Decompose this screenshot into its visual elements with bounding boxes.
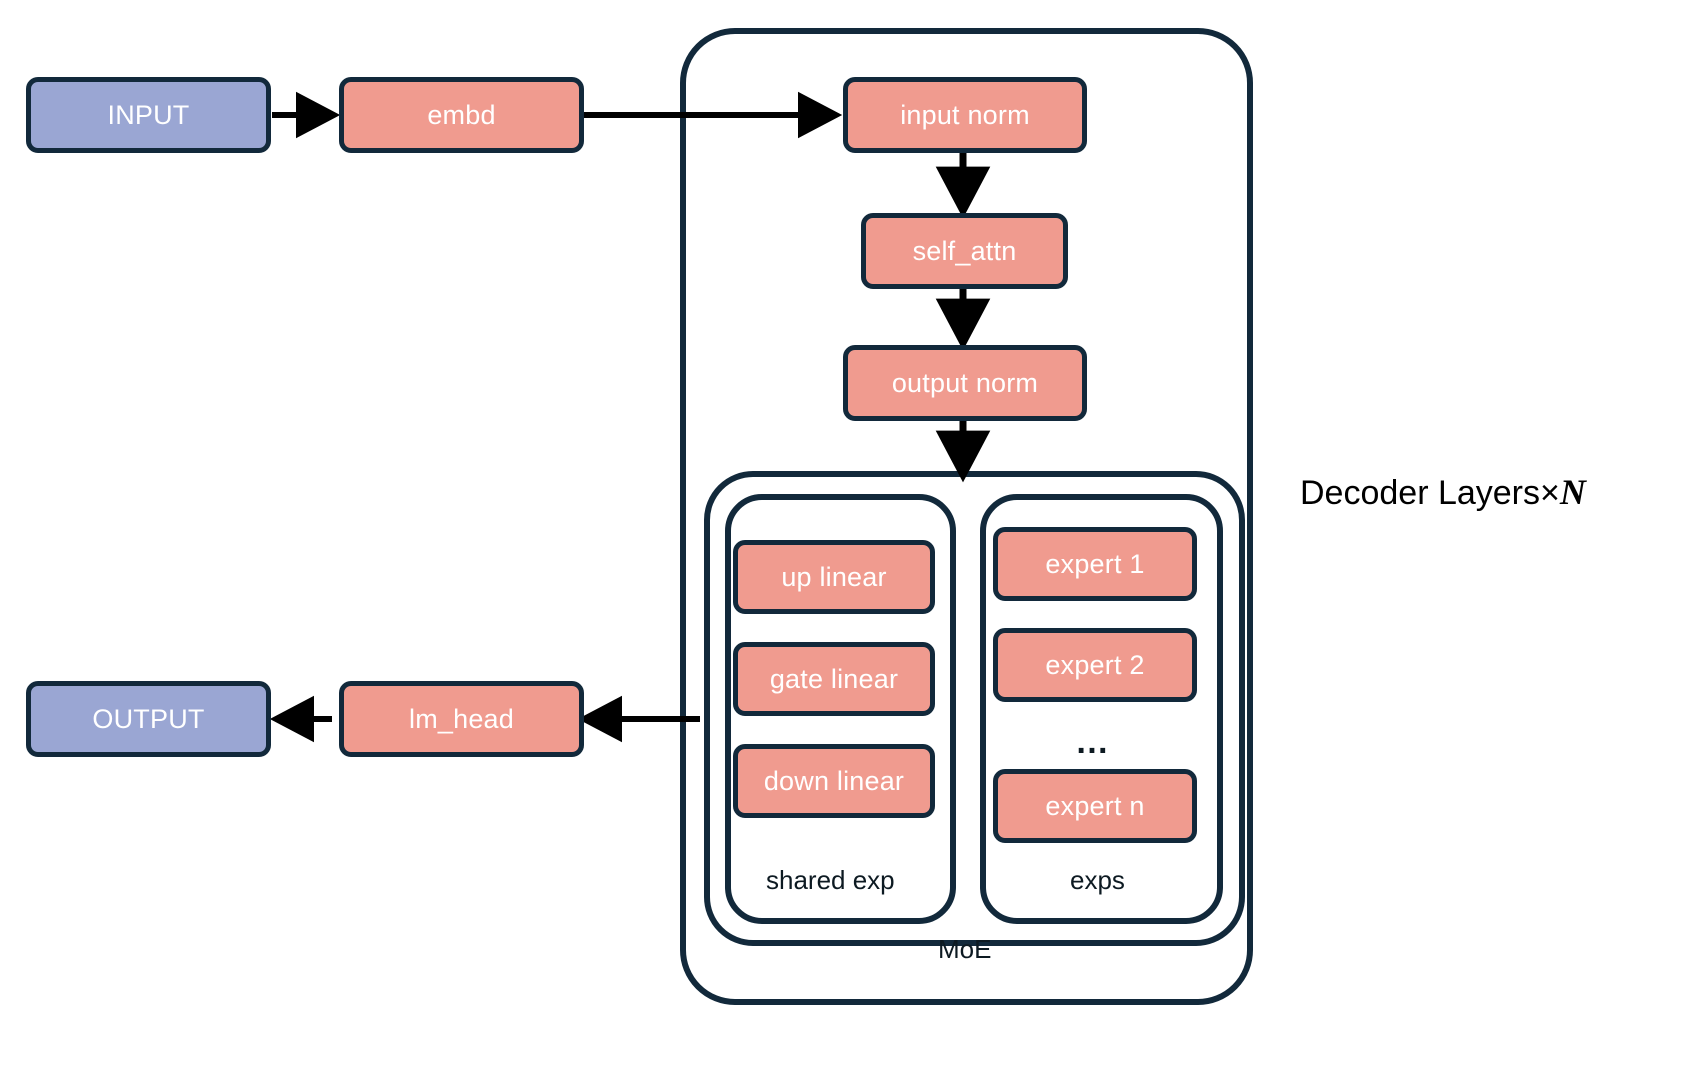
node-lm-head[interactable]: lm_head bbox=[339, 681, 584, 757]
node-output-norm-label: output norm bbox=[891, 367, 1039, 398]
decoder-layers-caption: Decoder Layers×N bbox=[1300, 471, 1586, 513]
exps-label: exps bbox=[1070, 865, 1125, 895]
experts-ellipsis: … bbox=[1075, 723, 1112, 761]
node-up-linear-label: up linear bbox=[781, 561, 887, 592]
node-self-attn-label: self_attn bbox=[912, 235, 1017, 266]
node-expert-n[interactable]: expert n bbox=[993, 769, 1197, 843]
decoder-layers-container bbox=[680, 28, 1253, 1005]
node-input-norm[interactable]: input norm bbox=[843, 77, 1087, 153]
node-embd[interactable]: embd bbox=[339, 77, 584, 153]
moe-label: MoE bbox=[938, 934, 992, 964]
node-up-linear[interactable]: up linear bbox=[733, 540, 935, 614]
node-lm-head-label: lm_head bbox=[409, 703, 514, 734]
node-output[interactable]: OUTPUT bbox=[26, 681, 271, 757]
shared-exp-label: shared exp bbox=[766, 865, 895, 895]
decoder-layers-count-variable: N bbox=[1559, 472, 1586, 512]
node-input-label: INPUT bbox=[107, 99, 190, 130]
node-output-label: OUTPUT bbox=[92, 703, 205, 734]
experts-container bbox=[980, 494, 1223, 924]
node-down-linear-label: down linear bbox=[763, 765, 905, 796]
node-down-linear[interactable]: down linear bbox=[733, 744, 935, 818]
node-expert-2[interactable]: expert 2 bbox=[993, 628, 1197, 702]
shared-expert-container bbox=[725, 494, 956, 924]
node-embd-label: embd bbox=[427, 99, 496, 130]
node-gate-linear[interactable]: gate linear bbox=[733, 642, 935, 716]
node-expert-2-label: expert 2 bbox=[1045, 649, 1145, 680]
node-expert-1-label: expert 1 bbox=[1045, 548, 1145, 579]
node-gate-linear-label: gate linear bbox=[769, 663, 899, 694]
node-self-attn[interactable]: self_attn bbox=[861, 213, 1068, 289]
node-input-norm-label: input norm bbox=[900, 99, 1030, 130]
node-expert-n-label: expert n bbox=[1045, 790, 1145, 821]
node-input[interactable]: INPUT bbox=[26, 77, 271, 153]
node-expert-1[interactable]: expert 1 bbox=[993, 527, 1197, 601]
node-output-norm[interactable]: output norm bbox=[843, 345, 1087, 421]
decoder-layers-caption-text: Decoder Layers× bbox=[1300, 474, 1560, 512]
